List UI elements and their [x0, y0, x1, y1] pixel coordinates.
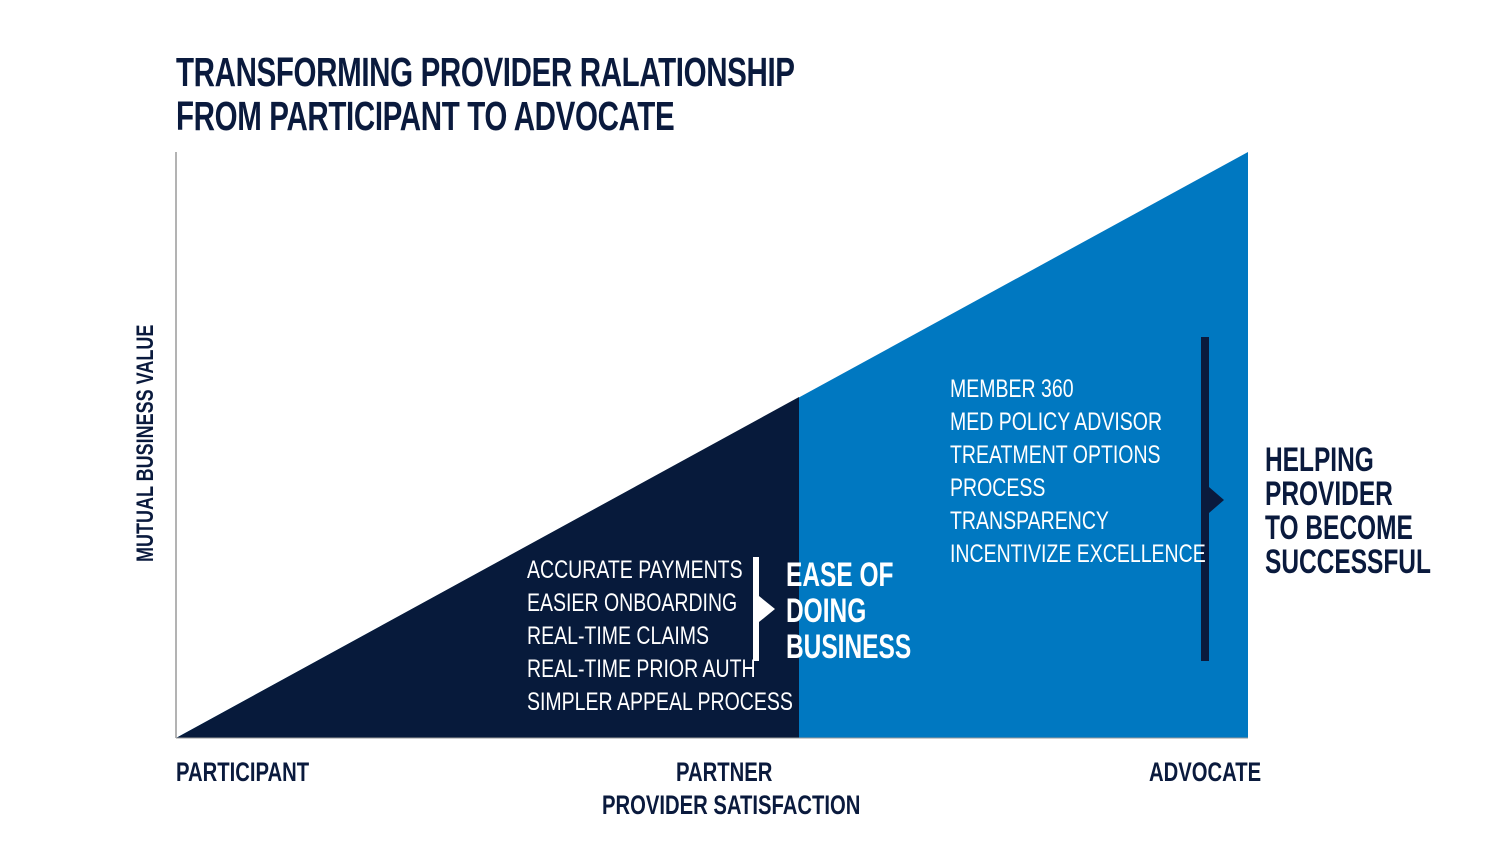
title-line-1: TRANSFORMING PROVIDER RALATIONSHIP: [176, 49, 795, 95]
title-line-2: FROM PARTICIPANT TO ADVOCATE: [176, 93, 675, 139]
outcome-line: BUSINESS: [786, 628, 912, 666]
x-axis-label-participant: PARTICIPANT: [176, 757, 310, 787]
outcome-line: EASE OF: [786, 556, 894, 594]
list-item: MED POLICY ADVISOR: [950, 408, 1163, 436]
list-item: PROCESS: [950, 474, 1046, 502]
diagram-title: TRANSFORMING PROVIDER RALATIONSHIP FROM …: [176, 50, 795, 138]
x-axis-label-provider-satisfaction: PROVIDER SATISFACTION: [602, 790, 861, 820]
advocate-bracket: [1201, 337, 1224, 661]
list-item: REAL-TIME CLAIMS: [527, 622, 710, 650]
list-item: SIMPLER APPEAL PROCESS: [527, 688, 793, 716]
list-item: EASIER ONBOARDING: [527, 589, 738, 617]
outcome-line: HELPING: [1265, 441, 1374, 479]
x-axis-label-partner: PARTNER: [676, 757, 773, 787]
list-item: MEMBER 360: [950, 375, 1074, 403]
list-item: ACCURATE PAYMENTS: [527, 556, 743, 584]
partner-outcome-label: EASE OF DOING BUSINESS: [786, 557, 911, 665]
x-axis-label-advocate: ADVOCATE: [1149, 757, 1262, 787]
y-axis-label: MUTUAL BUSINESS VALUE: [132, 324, 159, 562]
outcome-line: PROVIDER: [1265, 475, 1393, 513]
list-item: INCENTIVIZE EXCELLENCE: [950, 540, 1206, 568]
partner-bracket: [753, 557, 775, 661]
outcome-line: DOING: [786, 592, 867, 630]
list-item: TREATMENT OPTIONS: [950, 441, 1161, 469]
outcome-line: SUCCESSFUL: [1265, 543, 1431, 581]
list-item: REAL-TIME PRIOR AUTH: [527, 655, 756, 683]
outcome-line: TO BECOME: [1265, 509, 1413, 547]
advocate-outcome-label: HELPING PROVIDER TO BECOME SUCCESSFUL: [1265, 443, 1431, 579]
partner-stage-list: ACCURATE PAYMENTS EASIER ONBOARDING REAL…: [527, 554, 793, 719]
advocate-stage-list: MEMBER 360 MED POLICY ADVISOR TREATMENT …: [950, 373, 1206, 571]
list-item: TRANSPARENCY: [950, 507, 1109, 535]
partner-region: [176, 397, 799, 738]
